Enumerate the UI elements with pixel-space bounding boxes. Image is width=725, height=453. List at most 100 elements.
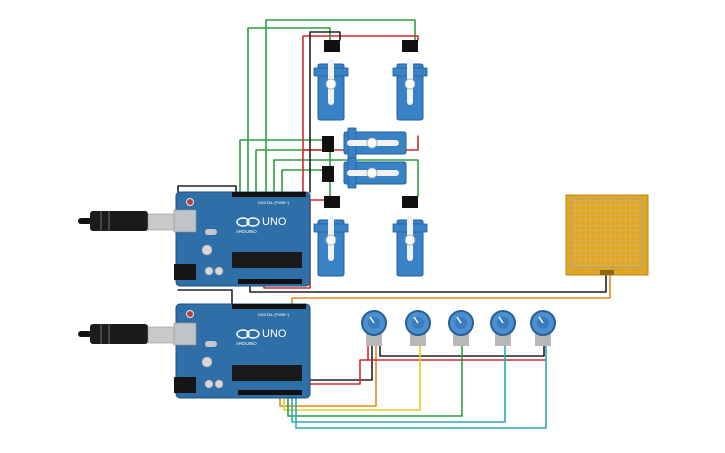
- wire-green-servo-3[interactable]: [239, 139, 323, 193]
- wire-green-pot-3[interactable]: [287, 344, 463, 417]
- servo-connector: [402, 40, 418, 52]
- pot-legs: [535, 333, 551, 346]
- usb-plug-metal: [147, 213, 179, 231]
- usb-cable-icon: [78, 331, 92, 337]
- wire-black-touch[interactable]: [249, 275, 607, 293]
- usb-jack: [173, 322, 197, 346]
- board-brand-label: ARDUINO: [236, 229, 257, 234]
- arduino-logo-icon: [236, 329, 250, 339]
- wire-black-gnd-2[interactable]: [177, 185, 237, 193]
- usb-plug-ridge: [108, 211, 110, 231]
- board-model-label: UNO: [262, 216, 287, 228]
- wire-black-gnd-1[interactable]: [309, 31, 341, 193]
- atmega-chip: [232, 252, 302, 268]
- wire-green-servo-6[interactable]: [255, 149, 331, 197]
- potentiometer-3[interactable]: [448, 310, 474, 346]
- digital-header: [232, 192, 306, 197]
- wire-green-servo-4[interactable]: [273, 159, 419, 197]
- digital-header: [232, 304, 306, 309]
- reset-button[interactable]: [186, 310, 194, 318]
- capacitor: [201, 244, 213, 256]
- usb-cable-bottom[interactable]: [78, 324, 179, 344]
- usb-jack: [173, 209, 197, 233]
- board-header-label: DIGITAL (PWM~): [258, 200, 290, 205]
- potentiometer-2[interactable]: [405, 310, 431, 346]
- pot-indicator: [369, 316, 375, 324]
- pot-indicator: [413, 316, 419, 324]
- capacitor: [214, 379, 224, 389]
- touch-panel-icon: [570, 198, 642, 268]
- power-jack: [174, 377, 196, 393]
- capacitor: [204, 266, 214, 276]
- wire-black-gnd-3[interactable]: [177, 289, 233, 305]
- power-header: [238, 390, 302, 395]
- capacitor: [214, 266, 224, 276]
- usb-plug-ridge: [108, 324, 110, 344]
- pot-indicator: [498, 316, 504, 324]
- servo-connector: [322, 136, 334, 152]
- wire-teal-pot-4[interactable]: [291, 344, 506, 423]
- arduino-logo-icon: [236, 217, 250, 227]
- board-brand-label: ARDUINO: [236, 341, 257, 346]
- wire-green-servo-2[interactable]: [265, 19, 416, 193]
- servo-connector: [322, 166, 334, 182]
- servo-shaft: [404, 234, 416, 246]
- board-pcb: [175, 191, 311, 287]
- board-header-label: DIGITAL (PWM~): [258, 312, 290, 317]
- wire-layer: [177, 19, 611, 429]
- arduino-board-top[interactable]: UNO ARDUINO DIGITAL (PWM~): [173, 191, 311, 287]
- pot-legs: [366, 333, 382, 346]
- usb-plug-ridge: [100, 211, 102, 231]
- reset-button[interactable]: [186, 198, 194, 206]
- pot-indicator: [456, 316, 462, 324]
- servo-shaft: [366, 137, 378, 149]
- atmega-chip: [232, 365, 302, 381]
- power-header: [238, 279, 302, 284]
- wire-red-power-2[interactable]: [302, 135, 419, 151]
- wire-teal-pot-5[interactable]: [295, 344, 547, 429]
- servo-connector: [402, 196, 418, 208]
- capacitor: [201, 356, 213, 368]
- board-model-label: UNO: [262, 328, 287, 340]
- servo-motor-6[interactable]: [392, 196, 428, 277]
- wire-orange-pot-1[interactable]: [279, 344, 377, 407]
- wire-green-servo-5[interactable]: [281, 169, 323, 193]
- capacitor: [204, 379, 214, 389]
- usb-plug-ridge: [100, 324, 102, 344]
- board-pcb: [175, 303, 311, 399]
- servo-motor-4[interactable]: [322, 157, 407, 189]
- pot-legs: [495, 333, 511, 346]
- wire-yellow-pot-2[interactable]: [283, 344, 421, 411]
- touch-panel-connector: [600, 270, 614, 275]
- wire-red-power-1[interactable]: [302, 35, 419, 193]
- touch-panel[interactable]: [565, 194, 649, 276]
- potentiometer-4[interactable]: [490, 310, 516, 346]
- pot-indicator: [538, 316, 544, 324]
- arduino-board-bottom[interactable]: UNO ARDUINO DIGITAL (PWM~): [173, 303, 311, 399]
- wire-red-pot-bus[interactable]: [367, 344, 546, 361]
- crystal: [205, 229, 217, 235]
- pot-legs: [453, 333, 469, 346]
- usb-cable-icon: [78, 218, 92, 224]
- servo-motor-5[interactable]: [313, 196, 349, 277]
- servo-shaft: [325, 234, 337, 246]
- servo-motor-3[interactable]: [322, 127, 407, 159]
- usb-plug-body: [90, 211, 148, 231]
- power-jack: [174, 264, 196, 280]
- potentiometer-5[interactable]: [530, 310, 556, 346]
- servo-connector: [324, 40, 340, 52]
- usb-cable-top[interactable]: [78, 211, 179, 231]
- wire-green-servo-1[interactable]: [247, 27, 331, 193]
- servo-shaft: [404, 78, 416, 90]
- potentiometer-1[interactable]: [361, 310, 387, 346]
- servo-motor-1[interactable]: [313, 40, 349, 121]
- usb-plug-body: [90, 324, 148, 344]
- servo-connector: [324, 196, 340, 208]
- servo-shaft: [366, 167, 378, 179]
- pot-legs: [410, 333, 426, 346]
- servo-motor-2[interactable]: [392, 40, 428, 121]
- arduino-logo-icon: [246, 217, 260, 227]
- crystal: [205, 341, 217, 347]
- arduino-logo-icon: [246, 329, 260, 339]
